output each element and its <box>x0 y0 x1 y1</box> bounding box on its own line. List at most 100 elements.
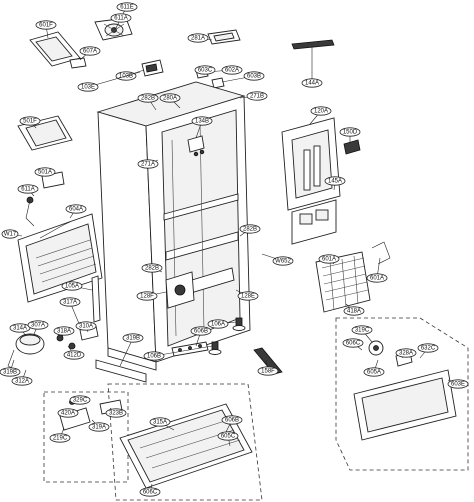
part-callout: 128E <box>235 289 259 301</box>
callout-label: 317A <box>63 299 77 305</box>
part-callout: 105A <box>61 281 93 291</box>
part-callout: 150D <box>339 127 361 142</box>
part-callout: 280A <box>159 93 181 109</box>
callout-oval <box>149 417 171 427</box>
part-callout: 281A <box>187 33 213 43</box>
part-callout: W652 <box>261 253 294 266</box>
callout-label: 319B <box>3 369 17 375</box>
callout-oval <box>246 91 268 101</box>
callout-label: 606B <box>194 328 208 334</box>
callout-oval <box>0 367 21 377</box>
callout-label: W652 <box>275 258 291 264</box>
callout-label: 310A <box>79 323 93 329</box>
callout-oval <box>11 376 33 386</box>
part-callout: 271B <box>239 91 268 101</box>
callout-oval <box>59 297 81 307</box>
callout-oval <box>417 343 439 353</box>
callout-label: 501A <box>38 169 52 175</box>
callout-label: 319B <box>126 335 140 341</box>
evaporator-coil <box>315 251 371 313</box>
part-callout: 601A <box>366 257 388 283</box>
part-callout: 120A <box>309 106 332 125</box>
callout-oval <box>343 306 365 316</box>
callout-label: 158F <box>261 368 275 374</box>
part-callout: 307A <box>27 320 49 335</box>
callout-label: 605A <box>367 369 381 375</box>
part-callout: W17 <box>1 229 23 239</box>
part-callout: 601A <box>318 254 340 265</box>
small-bracket <box>69 57 87 69</box>
part-callout: 602A <box>205 65 243 75</box>
part-callout: 103E <box>77 71 141 92</box>
part-callout: 606C <box>139 483 161 497</box>
callout-label: 329C <box>73 397 88 403</box>
callout-label: 606C <box>346 340 361 346</box>
callout-label: 219C <box>53 435 68 441</box>
part-callout: 412D <box>63 345 85 360</box>
part-callout: 145A <box>324 176 346 191</box>
callout-oval <box>239 224 261 234</box>
callout-oval <box>257 366 279 376</box>
callout-label: 144A <box>305 80 319 86</box>
center-bracket <box>187 135 205 157</box>
part-callout: 323B <box>105 407 127 418</box>
part-callout: 271A <box>137 159 159 169</box>
callout-label: 606B <box>225 417 239 423</box>
part-callout: 606B <box>221 415 243 433</box>
part-callout: 606B <box>190 326 212 347</box>
callout-label: 271B <box>250 93 264 99</box>
callout-oval <box>9 323 31 333</box>
part-callout: 603C <box>194 65 216 75</box>
callout-oval <box>17 184 39 194</box>
part-callout: 418A <box>343 303 365 316</box>
callout-oval <box>137 93 159 103</box>
callout-label: 602A <box>225 67 239 73</box>
callout-label: 282B <box>243 226 257 232</box>
part-callout: 318A <box>53 326 75 339</box>
callout-oval <box>342 338 364 348</box>
part-callout: 319A <box>88 419 110 432</box>
callout-label: 611E <box>120 4 134 10</box>
base-front-grille <box>95 359 147 383</box>
callout-label: 632C <box>421 345 436 351</box>
callout-oval <box>191 116 213 126</box>
callout-oval <box>221 415 243 425</box>
part-callout: 328A <box>395 348 417 359</box>
part-callout: 282B <box>239 224 261 237</box>
callout-label: 282B <box>141 95 155 101</box>
part-callout: 310A <box>75 321 97 333</box>
callout-label: 318A <box>57 328 71 334</box>
callout-oval <box>27 320 49 330</box>
callout-oval <box>105 408 127 418</box>
part-callout: 603B <box>221 71 265 83</box>
part-callout: 604A <box>65 204 87 219</box>
part-callout: 319B <box>0 359 21 377</box>
callout-oval <box>194 65 216 75</box>
parts-artwork <box>7 17 469 501</box>
part-callout: 282B <box>141 263 163 273</box>
callout-label: 314A <box>13 325 27 331</box>
callout-label: 328A <box>399 350 413 356</box>
callout-label: 282B <box>145 265 159 271</box>
callout-oval <box>122 333 144 343</box>
part-callout: 607A <box>79 46 101 61</box>
callout-label: 128F <box>140 293 154 299</box>
upper-hinge <box>141 59 164 77</box>
callout-oval <box>141 263 163 273</box>
part-callout: 315A <box>149 417 175 431</box>
callout-label: 145A <box>328 178 342 184</box>
part-callout: 603E <box>447 379 469 389</box>
callout-oval <box>207 319 229 329</box>
part-callout: 601F <box>35 20 57 39</box>
callout-oval <box>318 254 340 264</box>
callout-oval <box>75 321 97 331</box>
fan-motor-assembly <box>94 17 133 41</box>
callout-label: 280A <box>163 95 177 101</box>
callout-oval <box>363 367 385 377</box>
callout-oval <box>19 116 41 126</box>
part-callout: 106A <box>207 319 237 329</box>
callout-label: 128E <box>241 293 255 299</box>
callout-label: 150D <box>343 129 358 135</box>
connector-housing-top <box>207 29 241 45</box>
callout-label: 319C <box>355 327 370 333</box>
